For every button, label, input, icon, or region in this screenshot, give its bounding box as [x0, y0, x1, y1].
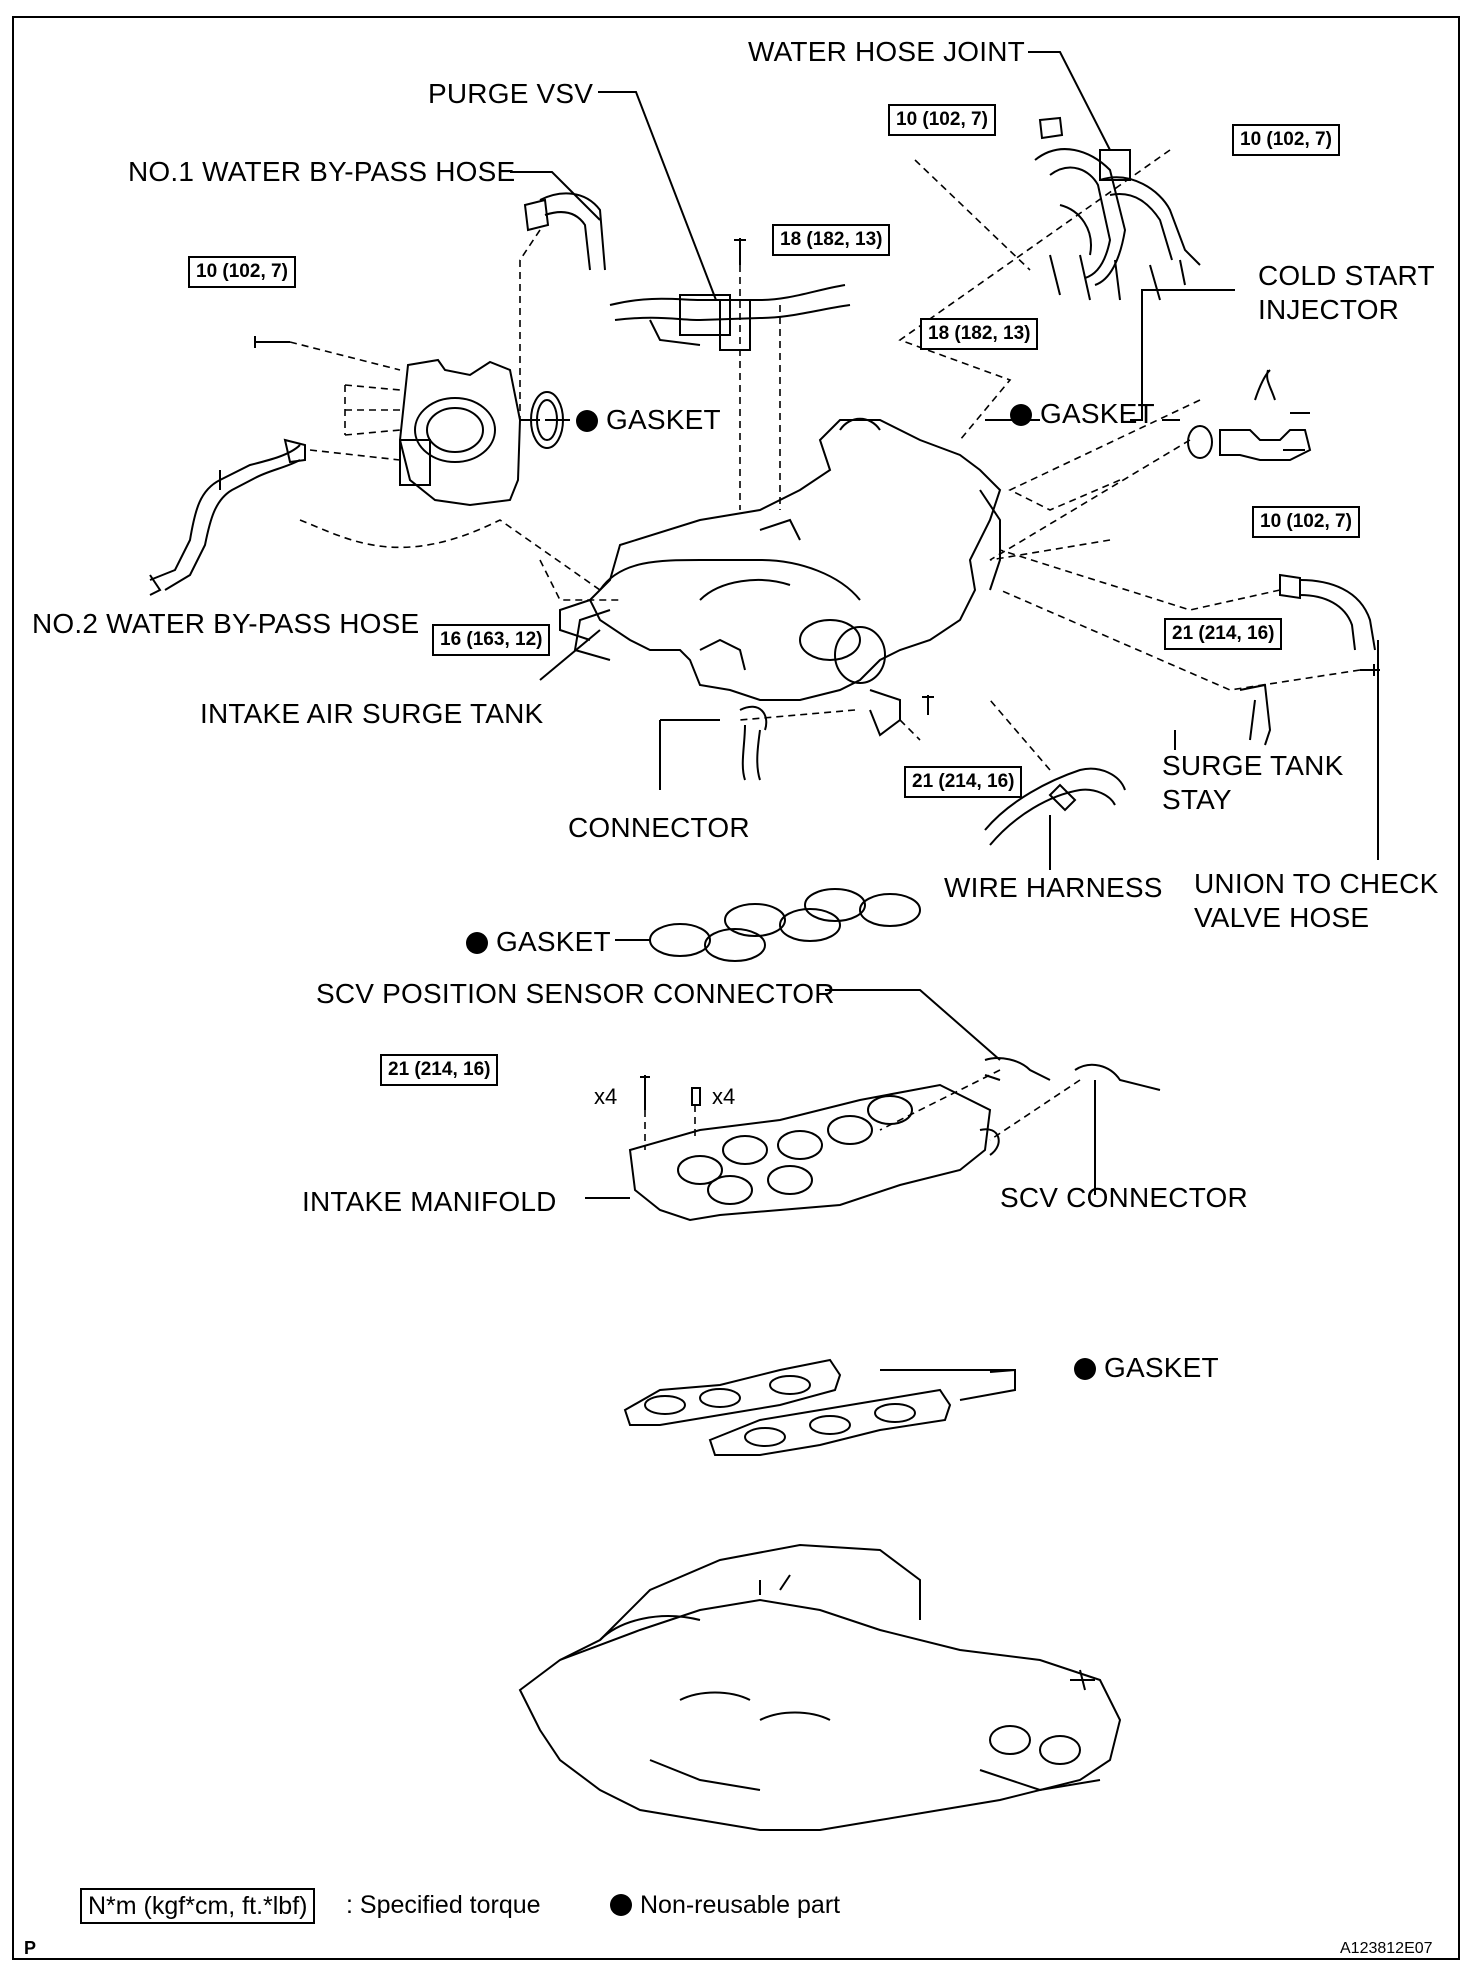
torque-box-18-mid: 18 (182, 13)	[920, 318, 1039, 350]
non-reusable-dot-icon	[576, 410, 598, 432]
cold-start-injector-drawing	[1187, 369, 1312, 461]
surge-tank-drawing	[559, 417, 1002, 737]
label-purge-vsv: PURGE VSV	[428, 78, 594, 109]
corner-label-right: A123812E07	[1340, 1940, 1433, 1957]
label-union-2: VALVE HOSE	[1194, 902, 1370, 933]
torque-box-10-injector: 10 (102, 7)	[1252, 506, 1360, 538]
label-gasket-injector: GASKET	[1010, 398, 1155, 430]
label-intake-manifold: INTAKE MANIFOLD	[302, 1186, 557, 1217]
union-hose-drawing	[1279, 573, 1376, 651]
legend-non-reusable: Non-reusable part	[610, 1890, 840, 1920]
no1-bypass-hose-drawing	[523, 192, 606, 271]
label-x4-bolt: x4	[594, 1084, 618, 1109]
non-reusable-dot-icon	[1074, 1358, 1096, 1380]
legend-torque-unit-box: N*m (kgf*cm, ft.*lbf)	[80, 1888, 316, 1924]
label-wire-harness: WIRE HARNESS	[944, 872, 1163, 903]
purge-vsv-drawing	[609, 238, 851, 351]
label-x4-nut: x4	[712, 1084, 736, 1109]
label-injector: INJECTOR	[1258, 294, 1400, 325]
label-gasket-throttle: GASKET	[576, 404, 721, 436]
engine-block-drawing	[518, 1543, 1122, 1831]
no2-bypass-hose-drawing	[149, 438, 306, 596]
label-union-1: UNION TO CHECK	[1194, 868, 1439, 899]
corner-label-left: P	[24, 1938, 37, 1958]
label-surge-tank-stay-2: STAY	[1162, 784, 1232, 815]
non-reusable-dot-icon	[610, 1894, 632, 1916]
surge-tank-stay-drawing	[1239, 664, 1380, 746]
label-gasket-rings: GASKET	[466, 926, 611, 958]
label-water-hose-joint: WATER HOSE JOINT	[748, 36, 1025, 67]
gasket-rings-drawing	[649, 888, 921, 962]
water-hose-joint-drawing	[1034, 116, 1201, 301]
label-scv-connector: SCV CONNECTOR	[1000, 1182, 1248, 1213]
torque-box-10-right: 10 (102, 7)	[1232, 124, 1340, 156]
torque-box-21-manifold: 21 (214, 16)	[380, 1054, 499, 1086]
label-gasket-bottom: GASKET	[1074, 1352, 1219, 1384]
connector-drawing	[739, 695, 934, 781]
wire-harness-drawing	[984, 767, 1126, 846]
non-reusable-dot-icon	[1010, 404, 1032, 426]
intake-manifold-drawing	[628, 1057, 1161, 1222]
non-reusable-dot-icon	[466, 932, 488, 954]
label-intake-air-surge-tank: INTAKE AIR SURGE TANK	[200, 698, 544, 729]
label-surge-tank-stay-1: SURGE TANK	[1162, 750, 1344, 781]
diagram-frame	[12, 16, 1460, 1960]
throttle-body-drawing	[254, 336, 564, 507]
label-no1-water-bypass-hose: NO.1 WATER BY-PASS HOSE	[128, 156, 516, 187]
torque-box-10-top: 10 (102, 7)	[888, 104, 996, 136]
label-connector: CONNECTOR	[568, 812, 750, 843]
bottom-gaskets-drawing	[623, 1358, 952, 1456]
torque-box-10-left: 10 (102, 7)	[188, 256, 296, 288]
torque-box-21-stay: 21 (214, 16)	[904, 766, 1023, 798]
torque-box-18-top: 18 (182, 13)	[772, 224, 891, 256]
legend-specified-torque: : Specified torque	[346, 1891, 541, 1919]
torque-box-21-union: 21 (214, 16)	[1164, 618, 1283, 650]
torque-box-16: 16 (163, 12)	[432, 624, 551, 656]
label-scv-position-sensor-connector: SCV POSITION SENSOR CONNECTOR	[316, 978, 835, 1009]
label-no2-water-bypass-hose: NO.2 WATER BY-PASS HOSE	[32, 608, 420, 639]
label-cold-start: COLD START	[1258, 260, 1435, 291]
